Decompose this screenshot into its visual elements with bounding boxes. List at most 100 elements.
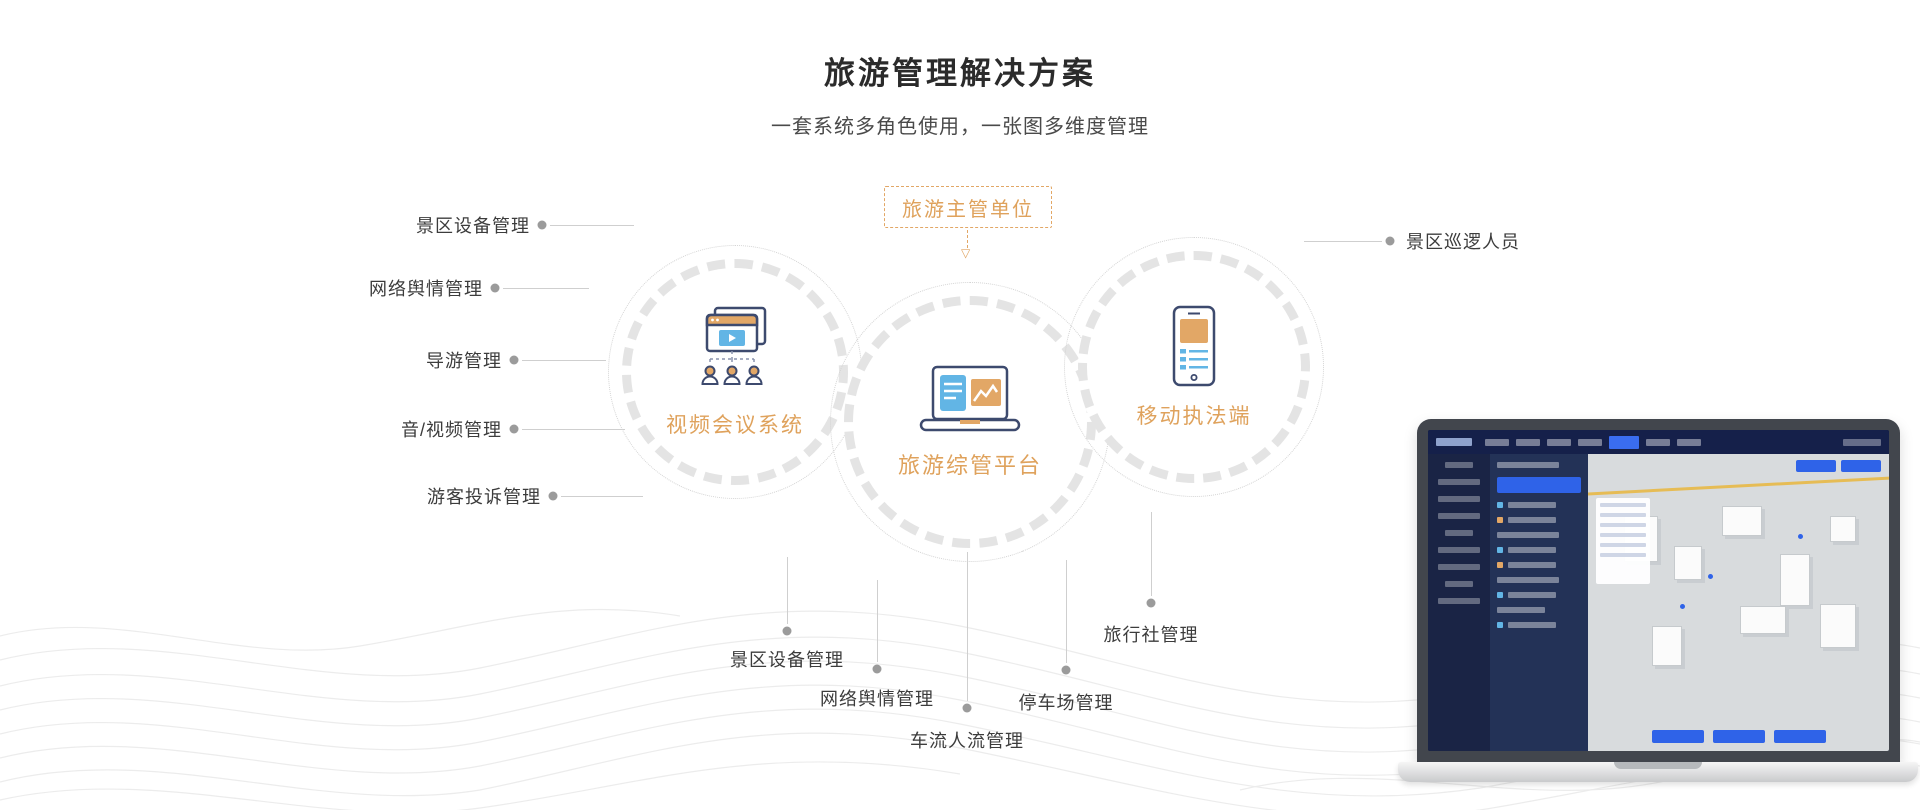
dashboard-map bbox=[1588, 454, 1889, 751]
connector-dot bbox=[1146, 598, 1156, 608]
panel-item-icon bbox=[1497, 547, 1503, 553]
right-label-patrol: 景区巡逻人员 bbox=[1406, 232, 1520, 252]
connector-dot bbox=[782, 626, 792, 636]
panel-item bbox=[1508, 517, 1556, 523]
sidebar-item bbox=[1438, 496, 1480, 502]
dashboard-logo bbox=[1436, 438, 1472, 446]
panel-item-icon bbox=[1497, 502, 1503, 508]
node-video-conference: 视频会议系统 bbox=[608, 245, 862, 499]
connector-line bbox=[522, 360, 606, 361]
nav-item bbox=[1677, 438, 1701, 446]
connector-line bbox=[967, 552, 968, 701]
panel-item bbox=[1497, 577, 1559, 583]
dashboard-subpanel bbox=[1490, 454, 1588, 751]
sidebar-item bbox=[1438, 513, 1480, 519]
arrow-down-icon: ▽ bbox=[961, 246, 971, 260]
laptop-base-notch bbox=[1614, 762, 1702, 769]
sidebar-item bbox=[1438, 479, 1480, 485]
connector-line bbox=[1304, 241, 1382, 242]
map-building bbox=[1674, 546, 1702, 580]
panel-item bbox=[1508, 562, 1556, 568]
nav-item-active bbox=[1609, 435, 1639, 449]
panel-item-icon bbox=[1497, 517, 1503, 523]
bottom-label-parking: 停车场管理 bbox=[1018, 693, 1114, 713]
authority-box: 旅游主管单位 bbox=[884, 186, 1052, 228]
node-label-video: 视频会议系统 bbox=[666, 414, 804, 437]
map-action-buttons bbox=[1651, 730, 1826, 743]
connector-dot bbox=[962, 703, 972, 713]
panel-item bbox=[1497, 607, 1545, 613]
map-marker bbox=[1680, 604, 1685, 609]
left-label-guide: 导游管理 bbox=[426, 351, 502, 371]
nav-item bbox=[1578, 438, 1602, 446]
map-toolbar-button bbox=[1841, 460, 1881, 472]
video-conference-icon bbox=[701, 306, 767, 385]
map-building bbox=[1722, 506, 1762, 536]
panel-item bbox=[1508, 502, 1556, 508]
bottom-label-agency: 旅行社管理 bbox=[1103, 625, 1199, 645]
connector-line bbox=[550, 225, 634, 226]
sidebar-item bbox=[1438, 547, 1480, 553]
map-marker bbox=[1708, 574, 1713, 579]
connector-dot bbox=[509, 355, 519, 365]
connector-dot bbox=[509, 424, 519, 434]
panel-item-active bbox=[1497, 477, 1581, 493]
connector-line bbox=[787, 557, 788, 624]
map-building bbox=[1652, 626, 1682, 666]
panel-item bbox=[1508, 592, 1556, 598]
connector-line bbox=[522, 429, 625, 430]
map-toolbar-button bbox=[1796, 460, 1836, 472]
laptop-screen bbox=[1428, 430, 1889, 751]
platform-laptop-icon bbox=[919, 365, 1021, 432]
connector-line bbox=[1066, 560, 1067, 663]
left-label-complaint: 游客投诉管理 bbox=[427, 487, 541, 507]
panel-item-icon bbox=[1497, 592, 1503, 598]
connector-dot bbox=[537, 220, 547, 230]
dashboard-sidebar bbox=[1428, 454, 1490, 751]
connector-dot bbox=[872, 664, 882, 674]
map-action-button bbox=[1712, 730, 1765, 743]
left-label-device: 景区设备管理 bbox=[416, 216, 530, 236]
sidebar-item bbox=[1438, 564, 1480, 570]
page-subtitle: 一套系统多角色使用，一张图多维度管理 bbox=[771, 116, 1149, 138]
laptop-mockup bbox=[1398, 419, 1918, 787]
laptop-base bbox=[1398, 762, 1918, 782]
nav-item bbox=[1516, 438, 1540, 446]
nav-item bbox=[1646, 438, 1670, 446]
bottom-label-flow: 车流人流管理 bbox=[910, 731, 1024, 751]
bottom-label-device: 景区设备管理 bbox=[730, 650, 844, 670]
mobile-enforcement-icon bbox=[1172, 305, 1216, 387]
sidebar-item bbox=[1445, 462, 1473, 468]
map-building bbox=[1830, 516, 1856, 542]
bottom-label-opinion: 网络舆情管理 bbox=[820, 689, 934, 709]
panel-item-icon bbox=[1497, 622, 1503, 628]
connector-dot bbox=[1385, 236, 1395, 246]
sidebar-item bbox=[1445, 581, 1473, 587]
connector-dot bbox=[490, 283, 500, 293]
node-label-platform: 旅游综管平台 bbox=[897, 453, 1042, 478]
page-title: 旅游管理解决方案 bbox=[824, 56, 1096, 91]
connector-line bbox=[877, 580, 878, 662]
left-label-av: 音/视频管理 bbox=[400, 420, 502, 440]
map-info-panel bbox=[1596, 498, 1650, 584]
connector-line bbox=[1151, 512, 1152, 596]
connector-line bbox=[561, 496, 643, 497]
node-platform: 旅游综管平台 bbox=[830, 282, 1110, 562]
connector-dot bbox=[548, 491, 558, 501]
dashboard-topnav bbox=[1428, 430, 1889, 454]
panel-item bbox=[1497, 532, 1559, 538]
left-label-opinion: 网络舆情管理 bbox=[369, 279, 483, 299]
sidebar-item bbox=[1445, 530, 1473, 536]
node-label-mobile: 移动执法端 bbox=[1136, 405, 1252, 428]
nav-item bbox=[1485, 438, 1509, 446]
authority-arrow-line bbox=[967, 230, 968, 248]
sidebar-item bbox=[1438, 598, 1480, 604]
map-building bbox=[1820, 604, 1856, 648]
nav-user-area bbox=[1843, 438, 1881, 446]
map-building bbox=[1780, 554, 1810, 606]
panel-item-icon bbox=[1497, 562, 1503, 568]
map-building bbox=[1740, 606, 1786, 634]
map-marker bbox=[1798, 534, 1803, 539]
nav-item bbox=[1547, 438, 1571, 446]
map-action-button bbox=[1651, 730, 1704, 743]
